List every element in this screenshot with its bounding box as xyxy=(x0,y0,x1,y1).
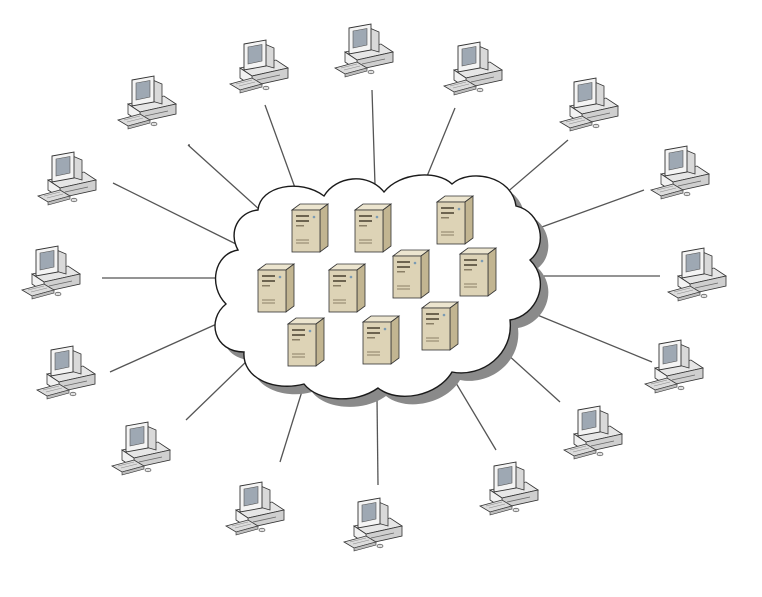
server-tower-icon xyxy=(257,263,295,313)
server-tower-icon xyxy=(392,249,430,299)
desktop-computer-icon xyxy=(559,77,619,132)
desktop-computer-icon xyxy=(343,497,403,552)
desktop-computer-icon xyxy=(479,461,539,516)
connection-line xyxy=(376,397,379,486)
desktop-computer-icon xyxy=(644,339,704,394)
desktop-computer-icon xyxy=(111,421,171,476)
desktop-computer-icon xyxy=(36,345,96,400)
desktop-computer-icon xyxy=(563,405,623,460)
desktop-computer-icon xyxy=(443,41,503,96)
connection-line xyxy=(279,387,304,463)
server-tower-icon xyxy=(354,203,392,253)
connection-line xyxy=(529,311,653,363)
desktop-computer-icon xyxy=(334,23,394,78)
server-tower-icon xyxy=(287,317,325,367)
desktop-computer-icon xyxy=(667,247,727,302)
connection-line xyxy=(527,189,645,233)
server-tower-icon xyxy=(291,203,329,253)
connection-line xyxy=(422,107,456,187)
connection-line xyxy=(112,182,245,249)
server-tower-icon xyxy=(436,195,474,245)
connection-line xyxy=(371,89,376,186)
desktop-computer-icon xyxy=(650,145,710,200)
desktop-computer-icon xyxy=(21,245,81,300)
desktop-computer-icon xyxy=(229,39,289,94)
desktop-computer-icon xyxy=(225,481,285,536)
server-tower-icon xyxy=(362,315,400,365)
server-tower-icon xyxy=(328,263,366,313)
connection-line xyxy=(264,104,299,197)
server-tower-icon xyxy=(459,247,497,297)
connection-line xyxy=(187,144,261,211)
desktop-computer-icon xyxy=(37,151,97,206)
desktop-computer-icon xyxy=(117,75,177,130)
connection-line xyxy=(185,357,251,421)
connection-line xyxy=(452,377,497,451)
connection-line xyxy=(109,317,231,373)
server-tower-icon xyxy=(421,301,459,351)
